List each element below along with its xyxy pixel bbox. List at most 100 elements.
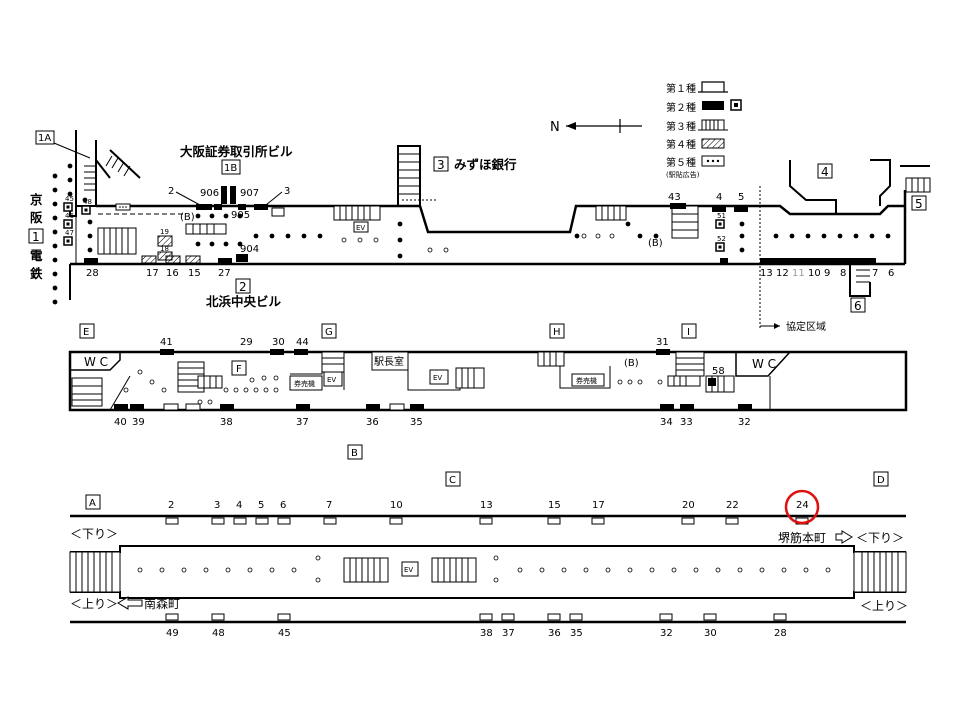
sign-46: 46 [65, 212, 74, 220]
to-minamimori: 南森町 [144, 596, 180, 611]
platform-bottom-38: 38 [480, 628, 493, 639]
label-43: 43 [668, 192, 681, 203]
legend-type2-label: 第２種 [666, 101, 696, 114]
mid-bottom-34: 34 [660, 417, 673, 428]
platform-top-3: 3 [214, 500, 220, 511]
keihan-char-4: 鉄 [30, 266, 43, 281]
ticket-2: 券売機 [576, 376, 597, 385]
zone-d-badge [873, 471, 889, 487]
platform-top-15: 15 [548, 500, 561, 511]
platform: A C D EV 2 3 [69, 471, 908, 639]
sign-51: 51 [717, 212, 726, 220]
zone-b: B [351, 448, 358, 459]
zone-h: H [553, 327, 561, 338]
mid-bottom-36: 36 [366, 417, 379, 428]
sign-48: 48 [83, 198, 92, 206]
platform-top-5: 5 [258, 500, 264, 511]
label-3: 3 [284, 186, 290, 197]
platform-bottom-36: 36 [548, 628, 561, 639]
mid-bottom-33: 33 [680, 417, 693, 428]
down-right: ＜下り＞ [856, 531, 904, 545]
arrow-left-icon [117, 596, 143, 610]
sign-18: 18 [160, 245, 169, 253]
b-label-2: (B) [648, 238, 663, 249]
sign-19: 19 [160, 228, 169, 236]
zone-c-badge [445, 471, 461, 487]
legend-type4-icon [701, 138, 725, 149]
platform-top-17: 17 [592, 500, 605, 511]
mizuho-label: みずほ銀行 [454, 157, 517, 172]
mid-bottom-39: 39 [132, 417, 145, 428]
right-6: 6 [888, 268, 894, 279]
wc-left: W C [84, 355, 108, 369]
platform-bottom-30: 30 [704, 628, 717, 639]
exit-2-badge [235, 278, 251, 294]
label-4: 4 [716, 192, 722, 203]
bottom-27: 27 [218, 268, 231, 279]
platform-top-4: 4 [236, 500, 242, 511]
zone-d: D [877, 475, 885, 486]
wc-right: W C [752, 357, 776, 371]
to-sakaisuji: 堺筋本町 [778, 530, 826, 545]
right-11: 11 [792, 268, 805, 279]
bottom-28: 28 [86, 268, 99, 279]
zone-e-badge [79, 323, 95, 339]
up-right: ＜上り＞ [860, 599, 908, 613]
mid-top-29: 29 [240, 337, 253, 348]
legend-type5-label: 第５種 [666, 156, 696, 169]
platform-bottom-37: 37 [502, 628, 515, 639]
mid-bottom-32: 32 [738, 417, 751, 428]
exit-3-badge [433, 156, 449, 172]
mid-bottom-35: 35 [410, 417, 423, 428]
ticket-1: 券売機 [294, 379, 315, 388]
exit-1-badge [28, 228, 44, 244]
exit-1b-label: 1B [224, 163, 237, 174]
mid-top-44: 44 [296, 337, 309, 348]
label-5: 5 [738, 192, 744, 203]
zone-i-badge [681, 323, 697, 339]
zone-a: A [89, 498, 96, 509]
zone-g-badge [321, 323, 337, 339]
keihan-char-2: 阪 [30, 210, 43, 225]
ev-mid-2: EV [433, 374, 442, 382]
north-arrow: N [550, 119, 642, 135]
label-58: 58 [712, 366, 725, 377]
legend-type3-label: 第３種 [666, 120, 696, 133]
zone-f: F [236, 364, 242, 375]
mid-bottom-37: 37 [296, 417, 309, 428]
bottom-17: 17 [146, 268, 159, 279]
legend-type1-label: 第１種 [666, 82, 696, 95]
right-9: 9 [824, 268, 830, 279]
keihan-char-1: 京 [30, 192, 43, 207]
label-905: 905 [231, 210, 250, 221]
top-concourse: 1A 京 阪 1 電 鉄 [28, 130, 931, 333]
ev-top: EV [356, 224, 365, 232]
legend-type5-icon [701, 155, 725, 167]
mid-bottom-40: 40 [114, 417, 127, 428]
right-10: 10 [808, 268, 821, 279]
zone-b-badge [347, 444, 363, 460]
mid-top-41: 41 [160, 337, 173, 348]
exit-3-label: 3 [437, 158, 445, 172]
platform-bottom-35: 35 [570, 628, 583, 639]
platform-bottom-28: 28 [774, 628, 787, 639]
mid-concourse: E G H I W C F 券売機 [68, 323, 908, 428]
station-master: 駅長室 [374, 355, 404, 368]
right-7: 7 [872, 268, 878, 279]
arrow-right-icon [835, 530, 853, 544]
platform-bottom-45: 45 [278, 628, 291, 639]
ev-platform: EV [404, 566, 413, 574]
exit-2-label: 2 [239, 280, 247, 294]
down-left: ＜下り＞ [70, 527, 118, 541]
kitahama-label: 北浜中央ビル [206, 294, 282, 309]
zone-g: G [325, 327, 333, 338]
b-label-3: (B) [624, 358, 639, 369]
sign-47: 47 [65, 229, 74, 237]
legend-type4-label: 第４種 [666, 138, 696, 151]
platform-top-22: 22 [726, 500, 739, 511]
sign-45: 45 [65, 195, 74, 203]
north-label: N [550, 120, 560, 135]
zone-c: C [449, 475, 456, 486]
boundary-label: 協定区域 [786, 320, 826, 333]
zone-i: I [687, 327, 690, 338]
